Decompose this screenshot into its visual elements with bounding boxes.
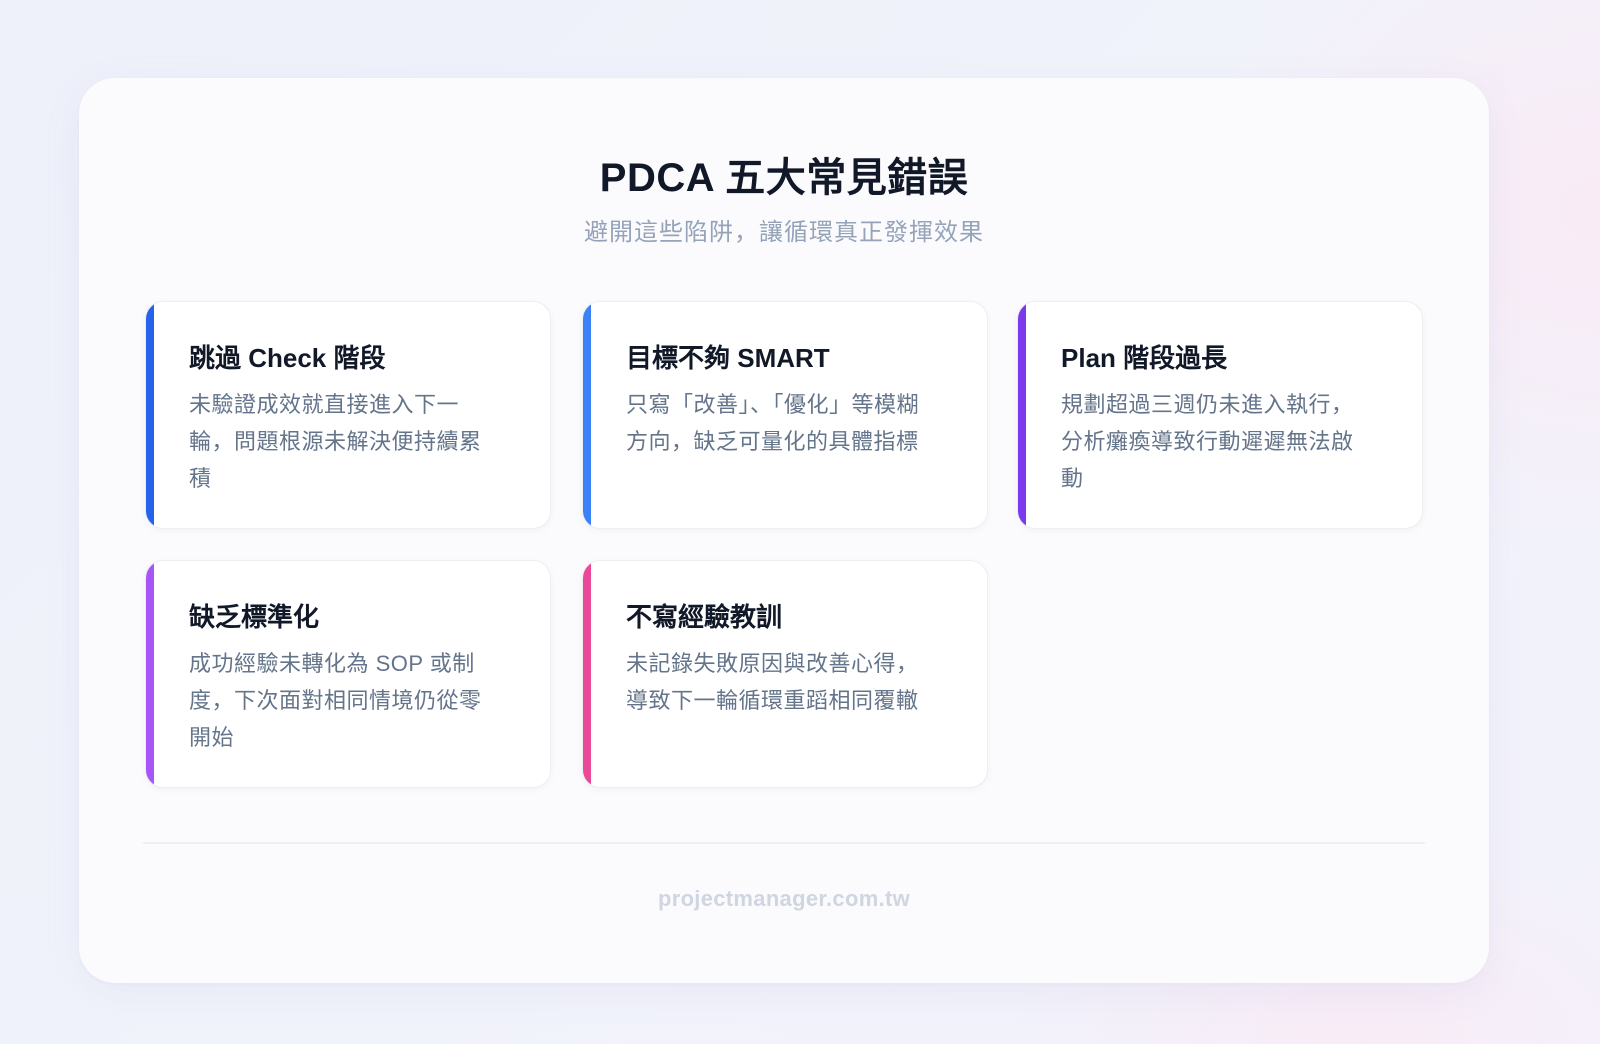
card-title: 目標不夠 SMART bbox=[626, 343, 830, 373]
card-accent-bar bbox=[146, 302, 154, 528]
card-title: 跳過 Check 階段 bbox=[189, 343, 386, 373]
mistake-card-plan-too-long: Plan 階段過長 規劃超過三週仍未進入執行，分析癱瘓導致行動遲遲無法啟動 bbox=[1017, 301, 1423, 529]
footer-site-name: projectmanager.com.tw bbox=[657, 886, 911, 911]
card-title: Plan 階段過長 bbox=[1061, 343, 1228, 373]
card-description: 只寫「改善」、「優化」等模糊方向，缺乏可量化的具體指標 bbox=[626, 392, 920, 454]
mistake-card-not-smart: 目標不夠 SMART 只寫「改善」、「優化」等模糊方向，缺乏可量化的具體指標 bbox=[582, 301, 988, 529]
footer-divider bbox=[143, 842, 1425, 844]
mistake-card-skip-check: 跳過 Check 階段 未驗證成效就直接進入下一輪，問題根源未解決便持續累積 bbox=[145, 301, 551, 529]
mistake-card-no-lessons: 不寫經驗教訓 未記錄失敗原因與改善心得，導致下一輪循環重蹈相同覆轍 bbox=[582, 560, 988, 788]
card-accent-bar bbox=[146, 561, 154, 787]
card-accent-bar bbox=[583, 302, 591, 528]
card-description: 規劃超過三週仍未進入執行，分析癱瘓導致行動遲遲無法啟動 bbox=[1061, 392, 1354, 491]
card-description: 未記錄失敗原因與改善心得，導致下一輪循環重蹈相同覆轍 bbox=[626, 651, 919, 713]
card-title: 缺乏標準化 bbox=[189, 602, 320, 632]
page-subtitle: 避開這些陷阱，讓循環真正發揮效果 bbox=[584, 219, 984, 246]
card-description: 成功經驗未轉化為 SOP 或制度，下次面對相同情境仍從零開始 bbox=[189, 651, 482, 750]
card-accent-bar bbox=[1018, 302, 1026, 528]
mistake-card-no-standardization: 缺乏標準化 成功經驗未轉化為 SOP 或制度，下次面對相同情境仍從零開始 bbox=[145, 560, 551, 788]
card-accent-bar bbox=[583, 561, 591, 787]
page-title: PDCA 五大常見錯誤 bbox=[599, 156, 969, 200]
card-description: 未驗證成效就直接進入下一輪，問題根源未解決便持續累積 bbox=[189, 392, 482, 491]
infographic-panel: PDCA 五大常見錯誤 避開這些陷阱，讓循環真正發揮效果 跳過 Check 階段… bbox=[79, 78, 1489, 983]
card-title: 不寫經驗教訓 bbox=[626, 602, 783, 632]
